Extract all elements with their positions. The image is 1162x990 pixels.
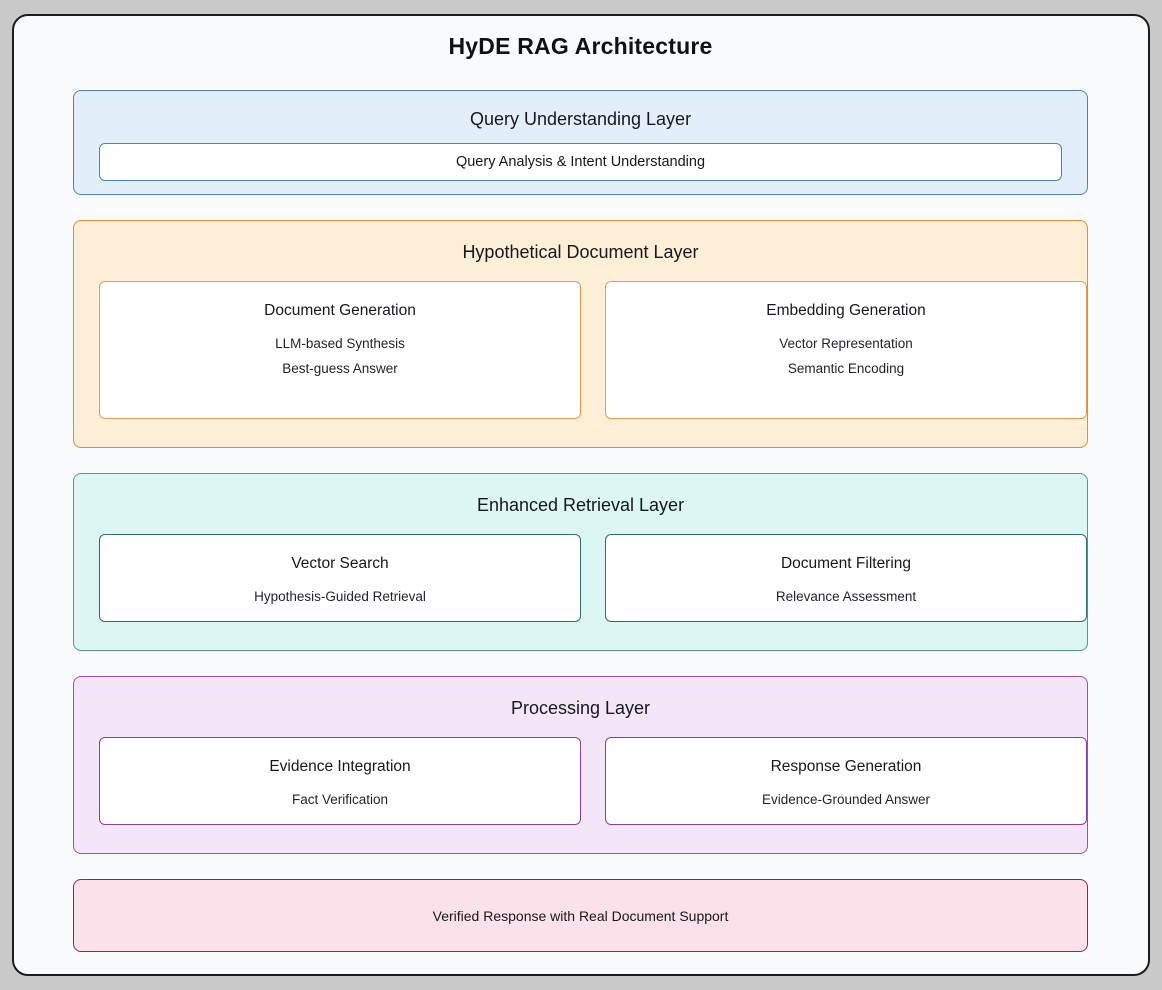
- hypothetical-document-box-row: Document Generation LLM-based Synthesis …: [99, 281, 1087, 419]
- box-response-generation-title: Response Generation: [770, 758, 922, 775]
- box-response-generation: Response Generation Evidence-Grounded An…: [605, 737, 1087, 825]
- box-evidence-integration: Evidence Integration Fact Verification: [99, 737, 581, 825]
- box-vector-search: Vector Search Hypothesis-Guided Retrieva…: [99, 534, 581, 622]
- page-title: HyDE RAG Architecture: [448, 33, 713, 59]
- box-item-llm-based-synthesis: LLM-based Synthesis: [275, 336, 405, 351]
- box-item-fact-verification: Fact Verification: [291, 792, 389, 807]
- box-embedding-generation-title: Embedding Generation: [766, 302, 926, 319]
- layer-query-understanding-title: Query Understanding Layer: [469, 109, 692, 129]
- box-item-semantic-encoding: Semantic Encoding: [787, 361, 905, 376]
- box-item-best-guess-answer: Best-guess Answer: [282, 361, 398, 376]
- layer-query-understanding: Query Understanding Layer Query Analysis…: [73, 90, 1088, 195]
- verified-response-banner: Verified Response with Real Document Sup…: [73, 879, 1088, 952]
- box-query-analysis-label: Query Analysis & Intent Understanding: [455, 154, 706, 170]
- verified-response-label: Verified Response with Real Document Sup…: [432, 907, 729, 924]
- layer-hypothetical-document-title: Hypothetical Document Layer: [462, 242, 699, 262]
- processing-box-row: Evidence Integration Fact Verification R…: [99, 737, 1087, 825]
- diagram-canvas: HyDE RAG Architecture Query Understandin…: [12, 14, 1150, 976]
- layer-processing: Processing Layer Evidence Integration Fa…: [73, 676, 1088, 854]
- layer-enhanced-retrieval-title: Enhanced Retrieval Layer: [476, 495, 685, 515]
- enhanced-retrieval-box-row: Vector Search Hypothesis-Guided Retrieva…: [99, 534, 1087, 622]
- box-query-analysis: Query Analysis & Intent Understanding: [99, 143, 1062, 181]
- layer-processing-title: Processing Layer: [510, 698, 651, 718]
- layer-enhanced-retrieval: Enhanced Retrieval Layer Vector Search H…: [73, 473, 1088, 651]
- box-item-evidence-grounded-answer: Evidence-Grounded Answer: [761, 792, 931, 807]
- box-evidence-integration-title: Evidence Integration: [269, 758, 411, 775]
- box-document-generation-title: Document Generation: [264, 302, 416, 319]
- box-vector-search-title: Vector Search: [291, 555, 389, 572]
- box-item-relevance-assessment: Relevance Assessment: [775, 589, 917, 604]
- layer-hypothetical-document: Hypothetical Document Layer Document Gen…: [73, 220, 1088, 448]
- box-document-filtering: Document Filtering Relevance Assessment: [605, 534, 1087, 622]
- box-document-filtering-title: Document Filtering: [780, 555, 912, 572]
- box-embedding-generation: Embedding Generation Vector Representati…: [605, 281, 1087, 419]
- box-document-generation: Document Generation LLM-based Synthesis …: [99, 281, 581, 419]
- box-item-hypothesis-guided-retrieval: Hypothesis-Guided Retrieval: [254, 589, 426, 604]
- box-item-vector-representation: Vector Representation: [779, 336, 913, 351]
